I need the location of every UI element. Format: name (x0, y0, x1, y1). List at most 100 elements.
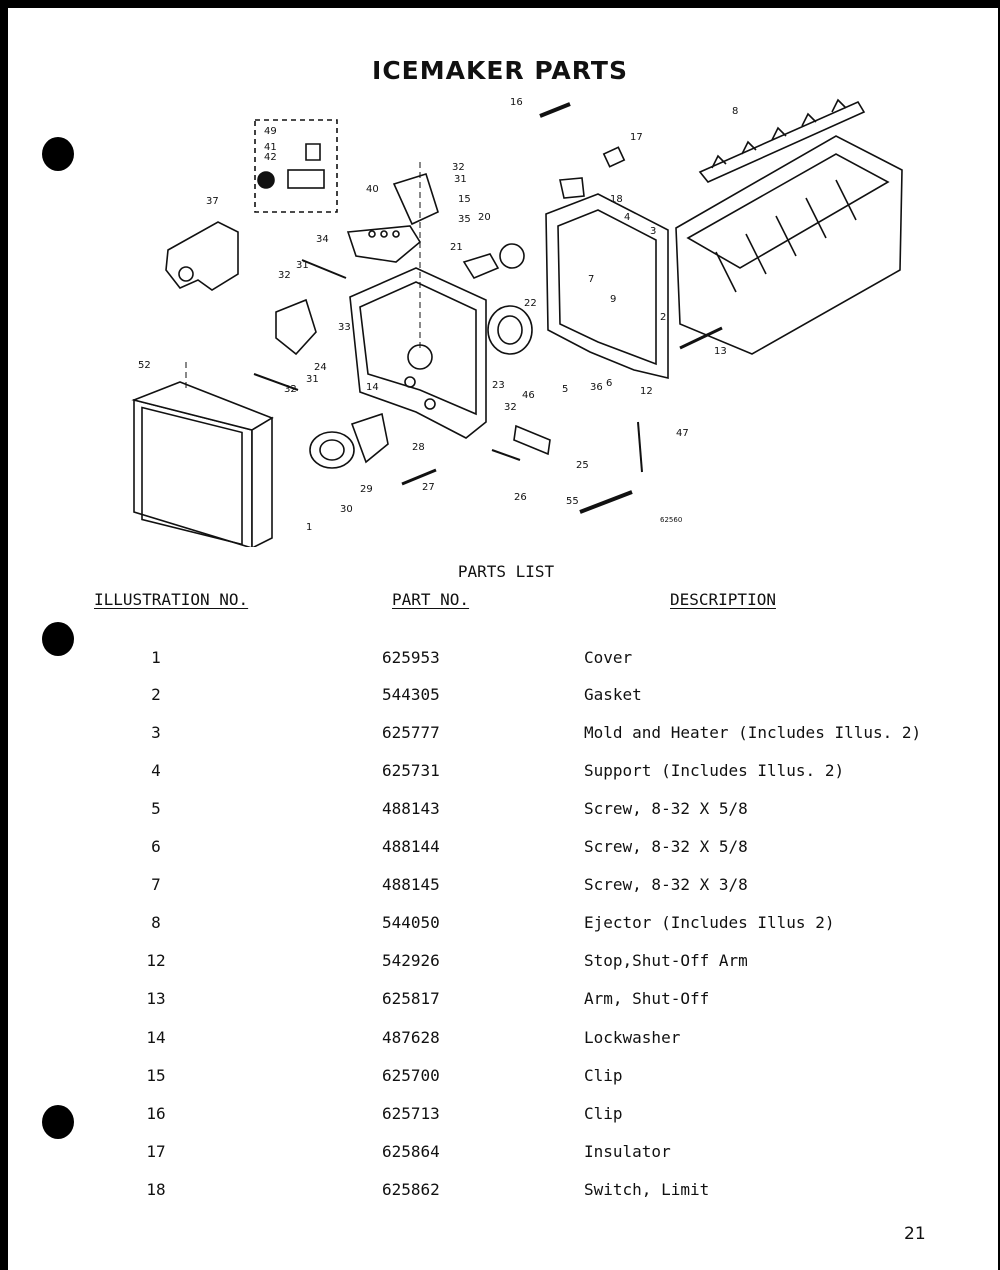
illustration-number: 3 (151, 723, 161, 742)
part-number: 625817 (382, 989, 440, 1008)
part-description: Mold and Heater (Includes Illus. 2) (584, 723, 922, 742)
callout-15: 15 (458, 194, 471, 205)
table-row: 7 488145 Screw, 8-32 X 3/8 (0, 875, 1000, 901)
part-number: 625713 (382, 1104, 440, 1123)
callout-21: 21 (450, 242, 463, 253)
illustration-number: 6 (151, 837, 161, 856)
illustration-number: 18 (146, 1180, 166, 1199)
callout-9: 9 (610, 294, 616, 305)
part-description: Switch, Limit (584, 1180, 710, 1199)
cover-part (131, 381, 274, 550)
part-number: 625953 (382, 648, 440, 667)
callout-32c: 32 (284, 384, 297, 395)
callout-31a: 31 (454, 174, 467, 185)
part-number: 544050 (382, 913, 440, 932)
table-row: 18 625862 Switch, Limit (0, 1180, 1000, 1206)
callout-1: 1 (306, 522, 312, 533)
illustration-number: 7 (151, 875, 161, 894)
callout-37: 37 (206, 196, 219, 207)
callout-23: 23 (492, 380, 505, 391)
callout-31b: 31 (296, 260, 309, 271)
part-description: Lockwasher (584, 1028, 681, 1047)
table-row: 1 625953 Cover (0, 648, 1000, 674)
scan-border-right (998, 0, 1000, 1270)
callout-26: 26 (514, 492, 527, 503)
illustration-number: 12 (146, 951, 166, 970)
callout-32b: 32 (278, 270, 291, 281)
table-row: 13 625817 Arm, Shut-Off (0, 989, 1000, 1015)
page-number: 21 (904, 1224, 926, 1244)
callout-5: 5 (562, 384, 568, 395)
part-number: 488145 (382, 875, 440, 894)
part-description: Screw, 8-32 X 5/8 (584, 799, 748, 818)
illustration-number: 5 (151, 799, 161, 818)
table-row: 17 625864 Insulator (0, 1142, 1000, 1168)
part-number: 625777 (382, 723, 440, 742)
part-description: Stop,Shut-Off Arm (584, 951, 748, 970)
header-illustration-no: ILLUSTRATION NO. (94, 590, 249, 609)
callout-42: 42 (264, 152, 277, 163)
part-number: 542926 (382, 951, 440, 970)
diagram-code: 62560 (660, 516, 682, 524)
callout-29: 29 (360, 484, 373, 495)
binder-hole-1 (42, 137, 74, 171)
binder-hole-3 (42, 1105, 74, 1139)
callout-24: 24 (314, 362, 327, 373)
table-row: 14 487628 Lockwasher (0, 1028, 1000, 1054)
callout-36: 36 (590, 382, 603, 393)
callout-7: 7 (588, 274, 594, 285)
callout-14: 14 (366, 382, 379, 393)
part-number: 488144 (382, 837, 440, 856)
callout-32a: 32 (452, 162, 465, 173)
header-part-no: PART NO. (392, 590, 470, 609)
page-title: ICEMAKER PARTS (372, 56, 628, 85)
part-number: 487628 (382, 1028, 440, 1047)
illustration-number: 14 (146, 1028, 166, 1047)
callout-6: 6 (606, 378, 612, 389)
callout-35: 35 (458, 214, 471, 225)
callout-27: 27 (422, 482, 435, 493)
table-row: 3 625777 Mold and Heater (Includes Illus… (0, 723, 1000, 749)
illustration-number: 2 (151, 685, 161, 704)
callout-47: 47 (676, 428, 689, 439)
table-row: 12 542926 Stop,Shut-Off Arm (0, 951, 1000, 977)
callout-2: 2 (660, 312, 666, 323)
callout-30: 30 (340, 504, 353, 515)
table-row: 8 544050 Ejector (Includes Illus 2) (0, 913, 1000, 939)
exploded-parts-diagram: 16 8 49 41 42 40 32 31 15 20 35 17 18 4 … (120, 92, 920, 550)
callout-49: 49 (264, 126, 277, 137)
callout-28: 28 (412, 442, 425, 453)
callout-25: 25 (576, 460, 589, 471)
illustration-number: 13 (146, 989, 166, 1008)
table-row: 16 625713 Clip (0, 1104, 1000, 1130)
part-number: 625862 (382, 1180, 440, 1199)
callout-22: 22 (524, 298, 537, 309)
callout-46: 46 (522, 390, 535, 401)
part-description: Ejector (Includes Illus 2) (584, 913, 835, 932)
part-number: 488143 (382, 799, 440, 818)
callout-40: 40 (366, 184, 379, 195)
part-description: Screw, 8-32 X 3/8 (584, 875, 748, 894)
part-description: Gasket (584, 685, 642, 704)
part-description: Support (Includes Illus. 2) (584, 761, 845, 780)
parts-list-title: PARTS LIST (457, 562, 555, 581)
table-row: 2 544305 Gasket (0, 685, 1000, 711)
callout-12: 12 (640, 386, 653, 397)
callout-32d: 32 (504, 402, 517, 413)
part-description: Clip (584, 1104, 623, 1123)
part-description: Clip (584, 1066, 623, 1085)
table-row: 6 488144 Screw, 8-32 X 5/8 (0, 837, 1000, 863)
callout-33: 33 (338, 322, 351, 333)
illustration-number: 8 (151, 913, 161, 932)
callout-52: 52 (138, 360, 151, 371)
table-row: 15 625700 Clip (0, 1066, 1000, 1092)
callout-20: 20 (478, 212, 491, 223)
callout-13: 13 (714, 346, 727, 357)
callout-55: 55 (566, 496, 579, 507)
callout-16: 16 (510, 97, 523, 108)
callout-8: 8 (732, 106, 738, 117)
callout-17: 17 (630, 132, 643, 143)
part-number: 544305 (382, 685, 440, 704)
binder-hole-2 (42, 622, 74, 656)
part-description: Arm, Shut-Off (584, 989, 710, 1008)
